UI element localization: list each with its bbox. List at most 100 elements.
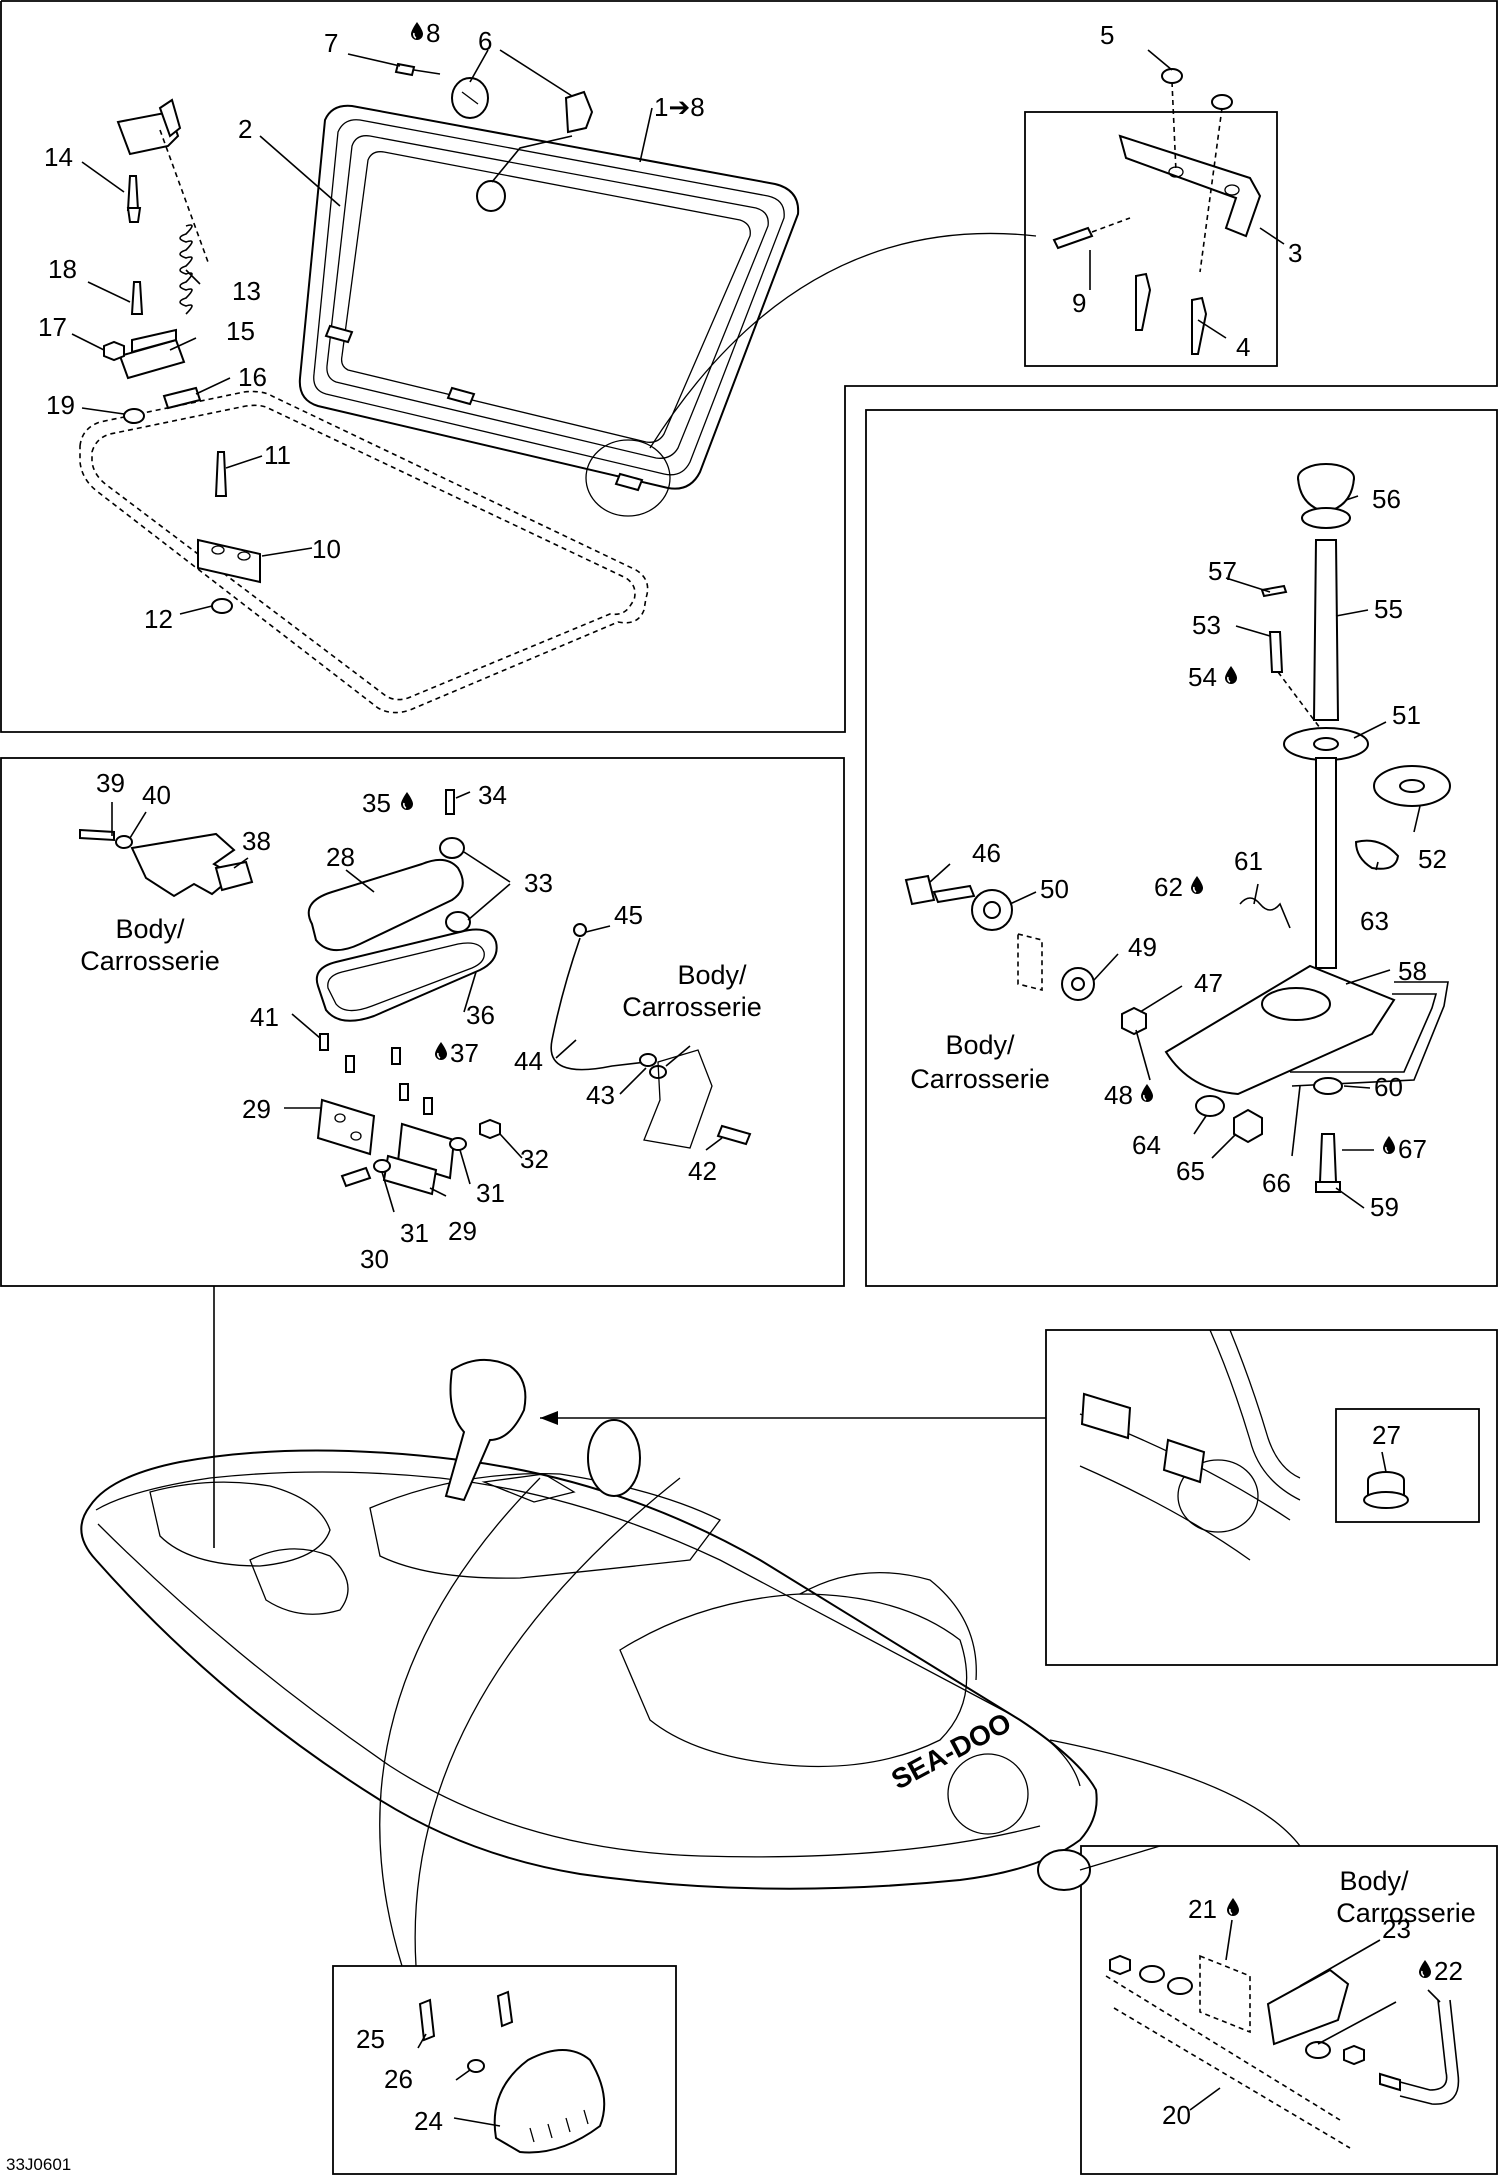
body-label-1-line2: Carrosserie [80, 946, 220, 976]
callout-33: 33 [524, 868, 553, 898]
callout-29b: 29 [448, 1216, 477, 1246]
hatch-lid-assembly [79, 104, 800, 714]
callout-24: 24 [414, 2106, 443, 2136]
callout-26: 26 [384, 2064, 413, 2094]
callout-62: 62 [1154, 872, 1183, 902]
liquid-drop-icon [434, 1041, 448, 1061]
callout-27: 27 [1372, 1420, 1401, 1450]
callout-44: 44 [514, 1046, 543, 1076]
liquid-drop-icon [1418, 1959, 1432, 1979]
callout-43: 43 [586, 1080, 615, 1110]
callout-48-draw: 48 [1104, 1080, 1133, 1110]
liquid-drop-icon [410, 21, 424, 41]
frame-panel-middle-right [865, 409, 1498, 1287]
ring-detail-parts [1105, 1954, 1460, 2149]
callout-31b: 31 [400, 1218, 429, 1248]
body-label-2-line2: Carrosserie [622, 992, 762, 1022]
callout-38: 38 [242, 826, 271, 856]
callout-36: 36 [466, 1000, 495, 1030]
callout-47: 47 [1194, 968, 1223, 998]
callout-65: 65 [1176, 1156, 1205, 1186]
callout-50: 50 [1040, 874, 1069, 904]
callout-56: 56 [1372, 484, 1401, 514]
callout-18: 18 [48, 254, 77, 284]
callout-42: 42 [688, 1156, 717, 1186]
callout-41: 41 [250, 1002, 279, 1032]
callout-37: 37 [450, 1038, 479, 1068]
callout-17: 17 [38, 312, 67, 342]
body-label-4-line1: Body/ [1339, 1866, 1409, 1896]
callout-2: 2 [238, 114, 252, 144]
callout-67: 67 [1398, 1134, 1427, 1164]
frame-ring-detail [1080, 1845, 1498, 2175]
callout-45: 45 [614, 900, 643, 930]
callout-23: 23 [1382, 1914, 1411, 1944]
callout-1: 1➔8 [654, 92, 705, 122]
lid-outer [298, 104, 800, 490]
callout-13: 13 [232, 276, 261, 306]
callout-16: 16 [238, 362, 267, 392]
callout-8: 8 [426, 18, 440, 48]
body-label-3-line2: Carrosserie [910, 1064, 1050, 1094]
callout-leaders [71, 49, 1441, 2127]
body-label-1-line1: Body/ [115, 914, 185, 944]
callout-20: 20 [1162, 2100, 1191, 2130]
callout-30: 30 [360, 1244, 389, 1274]
callout-15: 15 [226, 316, 255, 346]
callout-3: 3 [1288, 238, 1302, 268]
callout-49: 49 [1128, 932, 1157, 962]
leader-lines [213, 1286, 1301, 1967]
body-label-3-line1: Body/ [945, 1030, 1015, 1060]
callout-9: 9 [1072, 288, 1086, 318]
liquid-drop-icon [1140, 1083, 1154, 1103]
callout-22: 22 [1434, 1956, 1463, 1986]
callout-19: 19 [46, 390, 75, 420]
callout-51: 51 [1392, 700, 1421, 730]
hinge-spring-parts [103, 98, 261, 614]
callout-57: 57 [1208, 556, 1237, 586]
cover-detail-parts [418, 1990, 606, 2154]
callout-34: 34 [478, 780, 507, 810]
callout-25: 25 [356, 2024, 385, 2054]
callout-54: 54 [1188, 662, 1217, 692]
callout-29a: 29 [242, 1094, 271, 1124]
body-label-2-line1: Body/ [677, 960, 747, 990]
callout-12: 12 [144, 604, 173, 634]
callout-61: 61 [1234, 846, 1263, 876]
callout-55: 55 [1374, 594, 1403, 624]
lock-parts [394, 62, 594, 183]
callout-35: 35 [362, 788, 391, 818]
bracket-detail-parts [649, 68, 1262, 449]
callout-52: 52 [1418, 844, 1447, 874]
callout-31a: 31 [476, 1178, 505, 1208]
frame-cowling-detail [1045, 1329, 1498, 1666]
liquid-drop-icon [1226, 1897, 1240, 1917]
callout-58: 58 [1398, 956, 1427, 986]
body-label-4-line2: Carrosserie [1336, 1898, 1476, 1928]
callout-28: 28 [326, 842, 355, 872]
callout-53: 53 [1192, 610, 1221, 640]
callout-14: 14 [44, 142, 73, 172]
callout-6: 6 [478, 26, 492, 56]
callout-21: 21 [1188, 1894, 1217, 1924]
callout-4: 4 [1236, 332, 1250, 362]
frame-panel-middle-left [0, 757, 845, 1287]
callout-46: 46 [972, 838, 1001, 868]
callout-66: 66 [1262, 1168, 1291, 1198]
callout-59: 59 [1370, 1192, 1399, 1222]
frame-panel-top [0, 0, 1498, 733]
callout-64: 64 [1132, 1130, 1161, 1160]
frame-grommet-detail [1335, 1408, 1480, 1523]
callout-10: 10 [312, 534, 341, 564]
callout-60: 60 [1374, 1072, 1403, 1102]
callout-5: 5 [1100, 20, 1114, 50]
diagram-code: 33J0601 [6, 2155, 71, 2174]
callout-7: 7 [324, 28, 338, 58]
liquid-drop-icon [1382, 1135, 1396, 1155]
hatch-opening-outline [79, 390, 649, 714]
body-labels: Body/ Carrosserie Body/ Carrosserie Body… [80, 914, 1476, 1928]
callout-labels: 7 8 6 1➔8 2 5 3 4 9 14 13 18 15 17 16 19… [38, 18, 1463, 2136]
callout-11: 11 [264, 440, 291, 470]
